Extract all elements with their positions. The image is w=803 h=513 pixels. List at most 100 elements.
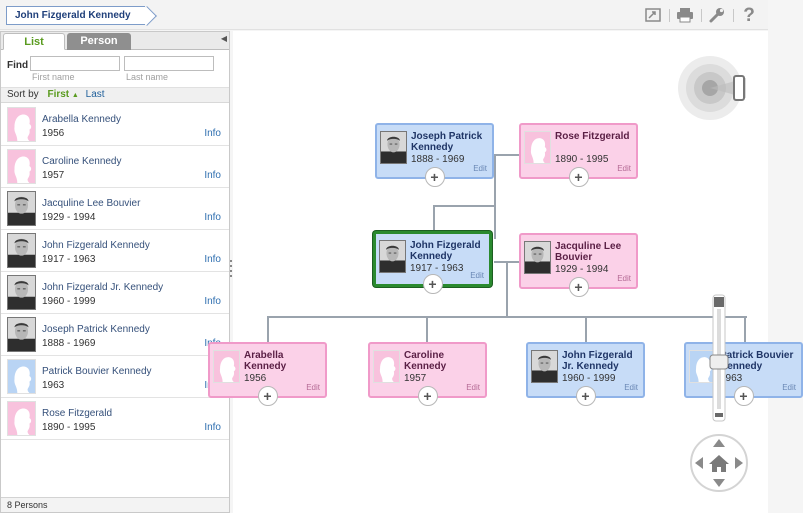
person-silhouette-icon	[7, 107, 36, 142]
list-item-dates: 1929 - 1994	[42, 212, 96, 223]
person-silhouette-icon	[373, 350, 400, 383]
list-item-info-link[interactable]: Info	[204, 296, 221, 307]
last-name-input[interactable]	[124, 56, 214, 71]
radar-compass-icon[interactable]	[676, 52, 748, 124]
breadcrumb[interactable]: John Fizgerald Kennedy	[6, 6, 145, 25]
list-item-dates: 1956	[42, 128, 65, 139]
list-item-name: Arabella Kennedy	[42, 114, 121, 125]
card-edit-link[interactable]: Edit	[466, 383, 480, 392]
expand-plus-button[interactable]: +	[257, 386, 278, 406]
card-dates: 1956	[244, 373, 267, 384]
person-silhouette-icon	[7, 359, 36, 394]
card-edit-link[interactable]: Edit	[624, 383, 638, 392]
card-edit-link[interactable]: Edit	[617, 274, 631, 283]
first-name-placeholder: First name	[32, 72, 75, 82]
list-item[interactable]: Patrick Bouvier Kennedy1963Info	[1, 356, 229, 398]
list-item-info-link[interactable]: Info	[204, 170, 221, 181]
card-edit-link[interactable]: Edit	[782, 383, 796, 392]
list-item-info-link[interactable]: Info	[204, 128, 221, 139]
expand-plus-button[interactable]: +	[575, 386, 596, 406]
card-name: John Fizgerald Kennedy	[410, 240, 481, 262]
tab-list[interactable]: List	[3, 33, 65, 50]
list-item-info-link[interactable]: Info	[204, 212, 221, 223]
find-label: Find	[7, 60, 29, 71]
list-item-dates: 1960 - 1999	[42, 296, 96, 307]
list-item-name: John Fizgerald Kennedy	[42, 240, 150, 251]
print-icon[interactable]	[675, 6, 695, 26]
sort-first-button[interactable]: First ▲	[47, 89, 79, 100]
list-item[interactable]: Caroline Kennedy 1957 Info	[1, 146, 229, 188]
zoom-slider[interactable]	[705, 293, 733, 423]
list-item-dates: 1917 - 1963	[42, 254, 96, 265]
list-item-name: Rose Fitzgerald	[42, 408, 113, 419]
expand-plus-button[interactable]: +	[424, 167, 445, 187]
sort-last-button[interactable]: Last	[85, 89, 105, 100]
expand-plus-button[interactable]: +	[422, 274, 443, 294]
list-item[interactable]: Arabella Kennedy 1956 Info	[1, 104, 229, 146]
list-item-info-link[interactable]: Info	[204, 254, 221, 265]
first-name-input[interactable]	[30, 56, 120, 71]
card-dates: 1917 - 1963	[410, 263, 464, 274]
last-name-placeholder: Last name	[126, 72, 169, 82]
card-edit-link[interactable]: Edit	[470, 271, 484, 280]
list-item[interactable]: Jacquline Lee Bouvier 1929 - 1994 Info	[1, 188, 229, 230]
help-icon[interactable]: ?	[743, 5, 755, 26]
list-item[interactable]: John Fizgerald Kennedy 1917 - 1963 Info	[1, 230, 229, 272]
card-name: John Fizgerald Jr. Kennedy	[562, 350, 633, 372]
expand-plus-button[interactable]: +	[417, 386, 438, 406]
person-photo	[7, 275, 36, 310]
toolbar-separator	[669, 9, 670, 22]
settings-wrench-icon[interactable]	[707, 6, 727, 26]
sort-ascending-icon: ▲	[71, 92, 79, 99]
fullscreen-icon[interactable]	[643, 6, 663, 26]
expand-plus-button[interactable]: +	[568, 277, 589, 297]
expand-plus-button[interactable]: +	[568, 167, 589, 187]
panel-tabs: List Person ◀	[1, 32, 229, 50]
sort-label: Sort by	[7, 89, 39, 100]
tab-person[interactable]: Person	[67, 33, 131, 50]
card-name: Rose Fitzgerald	[555, 131, 630, 142]
connector-line	[433, 205, 496, 207]
connector-line	[494, 155, 496, 239]
sort-bar: Sort by First ▲ Last	[1, 87, 229, 103]
list-item-info-link[interactable]: Info	[204, 422, 221, 433]
list-item-name: Patrick Bouvier Kennedy	[42, 366, 152, 377]
list-item-name: Jacquline Lee Bouvier	[42, 198, 141, 209]
card-dates: 1929 - 1994	[555, 264, 609, 275]
card-dates: 1888 - 1969	[411, 154, 465, 165]
card-edit-link[interactable]: Edit	[473, 164, 487, 173]
panel-splitter-handle[interactable]	[230, 260, 233, 282]
card-name: Jacquline Lee Bouvier	[555, 241, 622, 263]
connector-line	[744, 316, 746, 342]
list-item-name: Caroline Kennedy	[42, 156, 122, 167]
person-photo	[379, 240, 406, 273]
connector-line	[433, 205, 435, 233]
navigation-pad[interactable]	[690, 434, 748, 492]
card-edit-link[interactable]: Edit	[306, 383, 320, 392]
person-silhouette-icon	[7, 149, 36, 184]
card-dates: 1960 - 1999	[562, 373, 616, 384]
top-bar: John Fizgerald Kennedy ?	[0, 0, 768, 30]
toolbar-separator	[701, 9, 702, 22]
card-edit-link[interactable]: Edit	[617, 164, 631, 173]
card-dates: 1890 - 1995	[555, 154, 609, 165]
connector-line	[585, 316, 587, 342]
list-item-dates: 1957	[42, 170, 65, 181]
collapse-panel-icon[interactable]: ◀	[220, 34, 227, 43]
expand-plus-button[interactable]: +	[733, 386, 754, 406]
connector-line	[494, 261, 524, 263]
list-item-dates: 1888 - 1969	[42, 338, 96, 349]
